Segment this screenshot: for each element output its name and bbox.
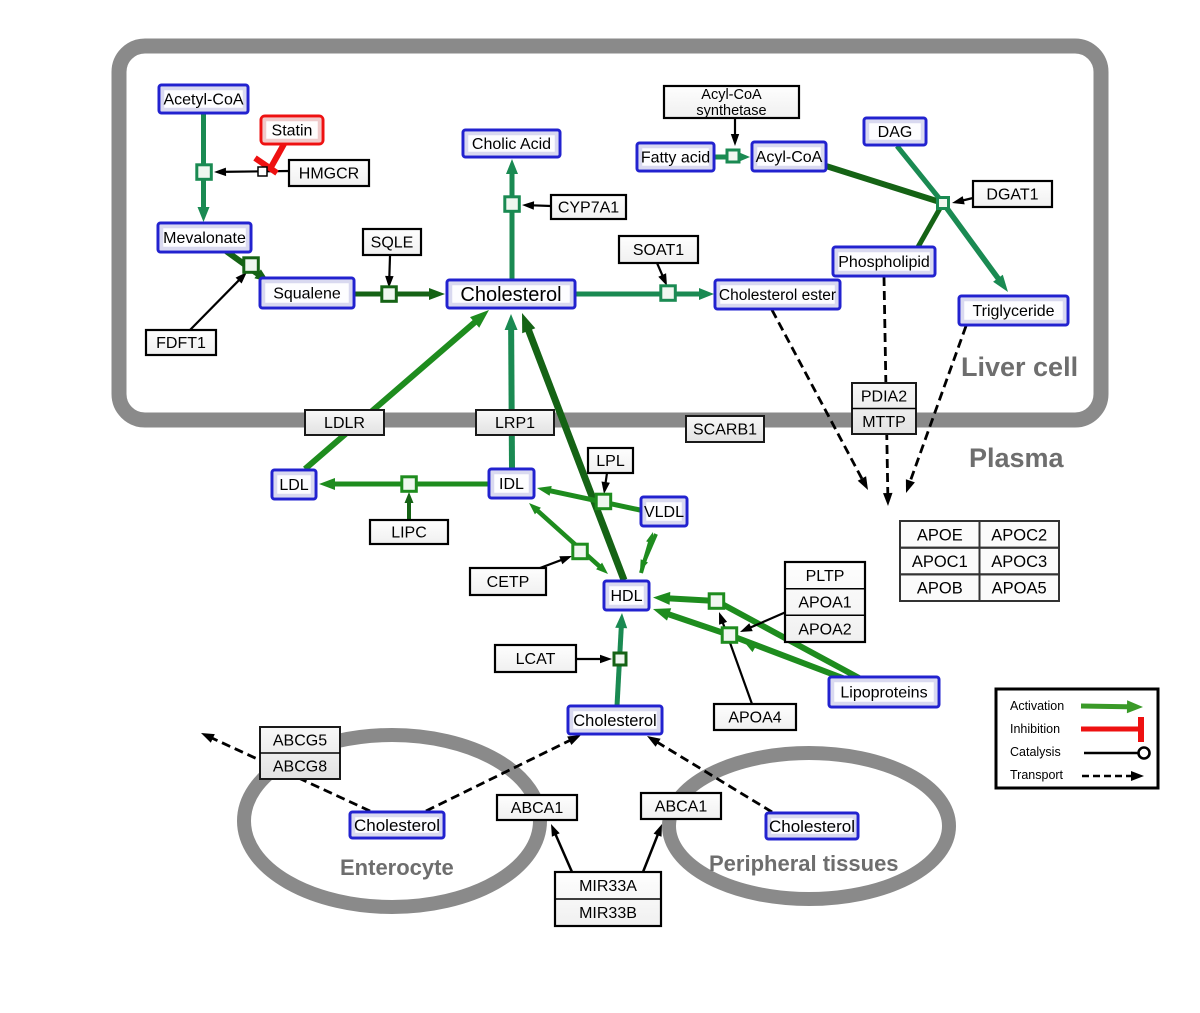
svg-text:synthetase: synthetase bbox=[696, 103, 766, 119]
svg-text:DGAT1: DGAT1 bbox=[986, 187, 1038, 204]
svg-text:LIPC: LIPC bbox=[391, 525, 427, 542]
svg-text:Plasma: Plasma bbox=[969, 443, 1065, 473]
svg-text:PLTP: PLTP bbox=[806, 568, 845, 585]
svg-text:SQLE: SQLE bbox=[371, 235, 414, 252]
svg-text:Peripheral tissues: Peripheral tissues bbox=[709, 851, 899, 876]
svg-text:Liver cell: Liver cell bbox=[961, 352, 1078, 382]
svg-text:ABCA1: ABCA1 bbox=[511, 800, 564, 817]
svg-text:Cholesterol ester: Cholesterol ester bbox=[719, 287, 836, 304]
svg-text:Triglyceride: Triglyceride bbox=[972, 303, 1054, 320]
svg-text:APOA4: APOA4 bbox=[728, 710, 781, 727]
svg-text:Mevalonate: Mevalonate bbox=[163, 230, 246, 247]
svg-text:Acyl-CoA: Acyl-CoA bbox=[701, 87, 762, 103]
svg-text:Activation: Activation bbox=[1010, 699, 1064, 713]
svg-text:CYP7A1: CYP7A1 bbox=[558, 200, 619, 217]
svg-text:Statin: Statin bbox=[272, 123, 313, 140]
svg-text:LPL: LPL bbox=[596, 453, 625, 470]
svg-text:Cholesterol: Cholesterol bbox=[573, 712, 656, 730]
svg-text:Fatty acid: Fatty acid bbox=[641, 150, 710, 167]
svg-text:MIR33B: MIR33B bbox=[579, 905, 637, 922]
svg-text:HDL: HDL bbox=[610, 588, 642, 605]
svg-text:HMGCR: HMGCR bbox=[299, 166, 359, 183]
svg-text:Transport: Transport bbox=[1010, 768, 1064, 782]
svg-text:ABCA1: ABCA1 bbox=[655, 799, 708, 816]
svg-text:Lipoproteins: Lipoproteins bbox=[840, 685, 927, 702]
svg-text:APOC2: APOC2 bbox=[991, 526, 1047, 544]
svg-text:Cholic Acid: Cholic Acid bbox=[472, 136, 551, 153]
svg-text:SCARB1: SCARB1 bbox=[693, 422, 757, 439]
svg-text:Squalene: Squalene bbox=[273, 286, 341, 303]
svg-text:SOAT1: SOAT1 bbox=[633, 242, 684, 259]
svg-text:Cholesterol: Cholesterol bbox=[769, 817, 855, 836]
svg-text:VLDL: VLDL bbox=[644, 504, 684, 521]
svg-text:APOA5: APOA5 bbox=[992, 580, 1047, 598]
svg-text:PDIA2: PDIA2 bbox=[861, 388, 907, 405]
svg-text:Catalysis: Catalysis bbox=[1010, 745, 1061, 759]
svg-text:APOA2: APOA2 bbox=[798, 621, 851, 638]
svg-text:ABCG5: ABCG5 bbox=[273, 733, 327, 750]
svg-text:CETP: CETP bbox=[487, 574, 530, 591]
svg-text:ABCG8: ABCG8 bbox=[273, 759, 327, 776]
svg-text:IDL: IDL bbox=[499, 476, 524, 493]
svg-text:LRP1: LRP1 bbox=[495, 415, 535, 432]
svg-text:APOE: APOE bbox=[917, 526, 963, 544]
svg-text:APOB: APOB bbox=[917, 580, 963, 598]
svg-text:LDL: LDL bbox=[279, 477, 308, 494]
svg-text:LDLR: LDLR bbox=[324, 415, 365, 432]
svg-text:MTTP: MTTP bbox=[862, 414, 906, 431]
svg-text:MIR33A: MIR33A bbox=[579, 878, 637, 895]
svg-text:DAG: DAG bbox=[878, 124, 913, 141]
svg-text:Phospholipid: Phospholipid bbox=[838, 254, 930, 271]
svg-text:Enterocyte: Enterocyte bbox=[340, 855, 454, 880]
svg-text:Acyl-CoA: Acyl-CoA bbox=[756, 149, 823, 166]
svg-text:APOC1: APOC1 bbox=[912, 553, 968, 571]
svg-text:Cholesterol: Cholesterol bbox=[354, 816, 440, 835]
svg-text:APOC3: APOC3 bbox=[991, 553, 1047, 571]
svg-text:Acetyl-CoA: Acetyl-CoA bbox=[163, 92, 243, 109]
svg-text:Inhibition: Inhibition bbox=[1010, 722, 1060, 736]
svg-text:Cholesterol: Cholesterol bbox=[460, 284, 561, 306]
svg-text:FDFT1: FDFT1 bbox=[156, 335, 206, 352]
svg-text:APOA1: APOA1 bbox=[798, 595, 851, 612]
svg-text:LCAT: LCAT bbox=[516, 651, 556, 668]
